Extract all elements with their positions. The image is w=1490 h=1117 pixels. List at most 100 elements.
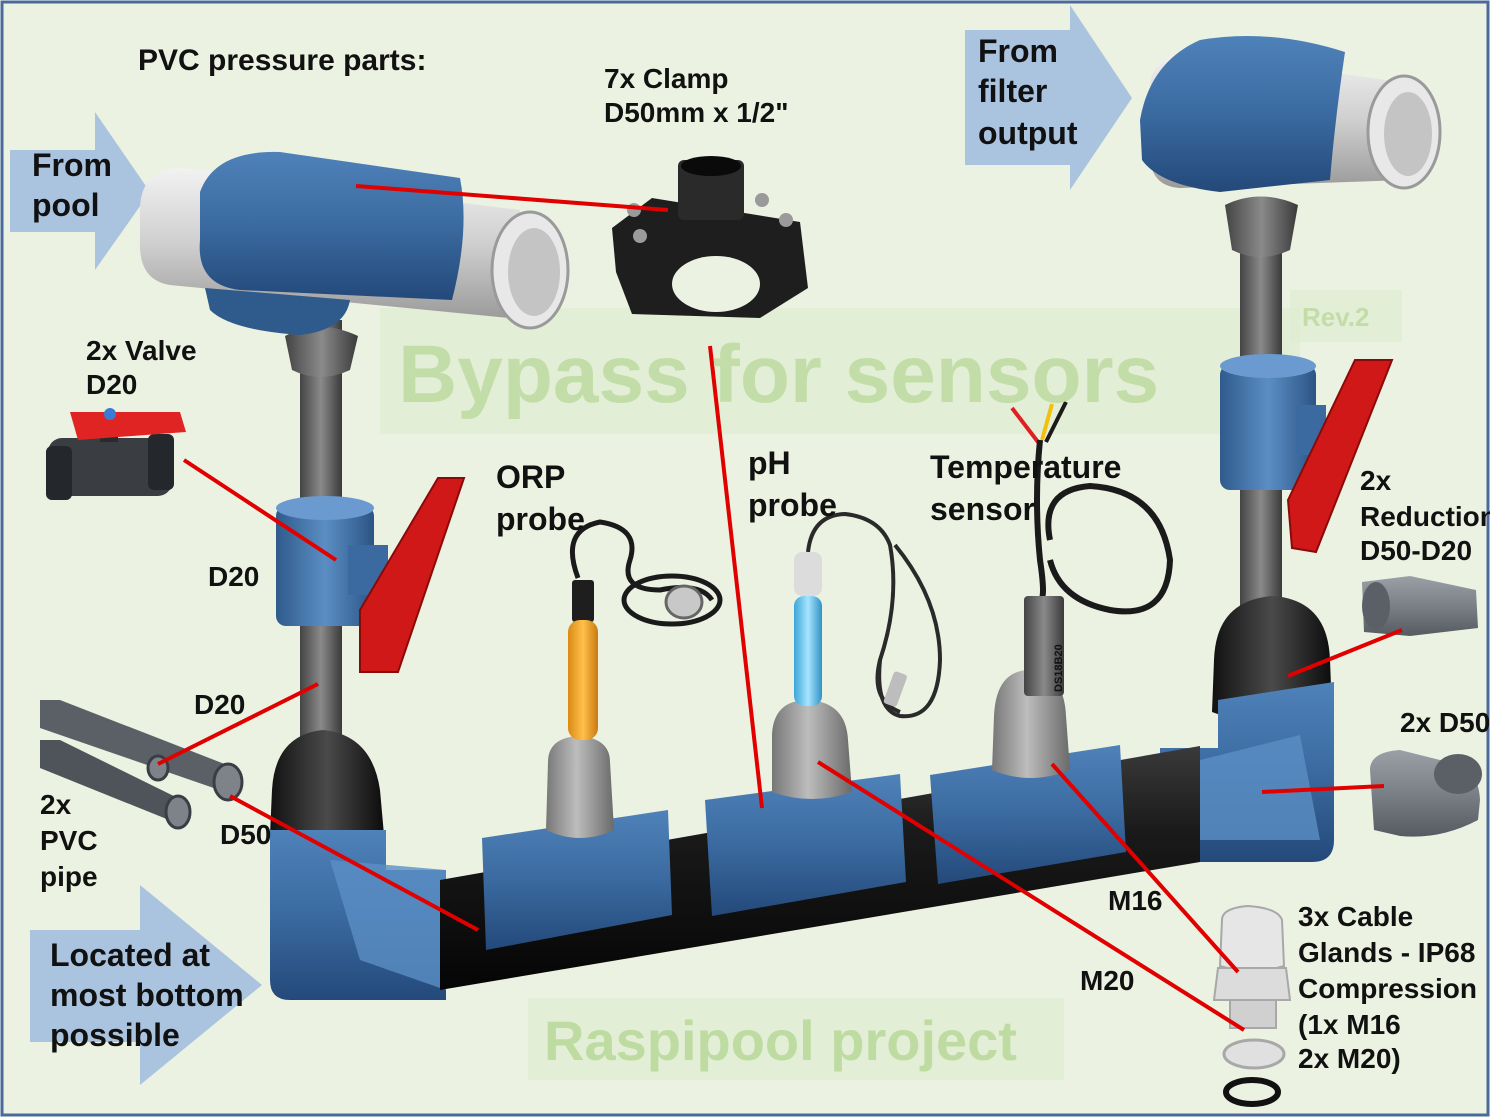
left-valve-handle — [359, 477, 466, 673]
orp-probe-head — [572, 580, 594, 622]
cable-gland-lock-nut — [1222, 1038, 1286, 1070]
label-from-filter-line-2: filter — [978, 73, 1047, 109]
cable-gland-nut — [1212, 967, 1292, 1001]
watermark-revision-box — [1290, 290, 1402, 342]
callout-line-reduction — [1287, 628, 1403, 678]
label-gland-line-3: Compression — [1298, 973, 1477, 1004]
callout-line-pipe-d20 — [157, 682, 319, 766]
temperature-sensor-cable-coil — [1045, 482, 1174, 615]
callout-line-clamp — [355, 184, 669, 212]
horizontal-clamp-2 — [705, 774, 906, 916]
from-filter-clamp — [1140, 36, 1345, 192]
ph-probe-body — [794, 596, 822, 706]
label-located-line-2: most bottom — [50, 977, 244, 1013]
label-temperature-line-2: sensor — [930, 491, 1035, 527]
left-valve-body-top — [276, 496, 374, 520]
label-elbow: 2x D50 — [1400, 707, 1490, 738]
from-filter-pipe-inner — [1384, 92, 1432, 176]
left-top-reducer — [285, 327, 358, 377]
ph-probe-connector — [883, 671, 907, 707]
orp-probe-cable-coil — [621, 573, 723, 627]
temperature-sensor-probe — [1024, 596, 1064, 696]
temperature-sensor-wire-red — [1010, 406, 1040, 444]
valve-part-handle — [70, 412, 186, 440]
from-filter-arrow — [965, 5, 1132, 190]
label-located-line-3: possible — [50, 1017, 180, 1053]
label-orp-line-1: ORP — [496, 459, 565, 495]
orp-cap — [546, 736, 614, 838]
from-pool-clamp — [199, 151, 464, 300]
reduction-part — [1362, 576, 1478, 636]
pvc-pipe-part-1-end — [212, 762, 244, 802]
label-temperature-line-1: Temperature — [930, 449, 1121, 485]
label-from-filter-line-1: From — [978, 33, 1058, 69]
watermark-revision: Rev.2 — [1302, 302, 1369, 332]
horizontal-clamp-3 — [930, 745, 1126, 884]
clamp-part-outlet-hole — [681, 156, 741, 176]
cable-gland-o-ring — [1223, 1077, 1281, 1107]
orp-probe-body — [568, 620, 598, 740]
valve-part-handle-dot — [104, 408, 116, 420]
label-clamp-line-1: 7x Clamp — [604, 63, 729, 94]
label-from-pool-line-1: From — [32, 147, 112, 183]
ph-cap — [772, 700, 852, 799]
callout-line-valve — [182, 458, 338, 562]
right-top-reducer — [1225, 196, 1298, 257]
cable-gland-thread — [1229, 999, 1277, 1029]
right-valve-handle — [1286, 359, 1394, 554]
callout-line-clamp-bottom — [708, 345, 764, 809]
ph-probe-cable-loop — [877, 543, 943, 719]
pvc-pipe-part-2 — [40, 740, 190, 826]
ph-probe-head — [794, 552, 822, 596]
label-m16: M16 — [1108, 885, 1162, 916]
watermark-project-box — [528, 998, 1064, 1080]
label-pipe-line-2: PVC — [40, 825, 98, 856]
clamp-part-bolt-2 — [633, 229, 647, 243]
temperature-sensor-wire-black — [1044, 401, 1068, 443]
valve-part-nut-left — [46, 446, 72, 500]
label-d50-pipe: D50 — [220, 819, 271, 850]
clamp-part-bolt-3 — [755, 193, 769, 207]
elbow-part-mouth — [1434, 754, 1482, 794]
left-bottom-reducer — [270, 730, 384, 849]
label-orp-line-2: probe — [496, 501, 585, 537]
valve-part-nut-right — [148, 434, 174, 490]
label-m20: M20 — [1080, 965, 1134, 996]
temperature-cap — [992, 670, 1070, 778]
temperature-sensor-print: DS18B20 — [1053, 644, 1065, 692]
label-clamp-line-2: D50mm x 1/2" — [604, 97, 789, 128]
reduction-part-mouth — [1362, 582, 1390, 630]
watermark-title: Bypass for sensors — [398, 329, 1159, 420]
temperature-sensor-cable — [1034, 439, 1046, 603]
left-elbow-face — [330, 860, 446, 990]
label-located-line-1: Located at — [50, 937, 210, 973]
clamp-part-bolt-4 — [779, 213, 793, 227]
temperature-sensor-wire-yellow — [1040, 403, 1054, 441]
callout-line-m20 — [816, 760, 1246, 1032]
right-valve-body-top — [1220, 354, 1316, 378]
callout-line-pipe-d50 — [229, 794, 479, 932]
label-ph-line-1: pH — [748, 445, 791, 481]
label-gland-line-4: (1x M16 — [1298, 1009, 1401, 1040]
label-valve-line-2: D20 — [86, 369, 137, 400]
from-pool-pipe-inner — [508, 228, 560, 316]
orp-probe-bnc-connector — [664, 584, 704, 620]
callout-line-elbow — [1261, 784, 1385, 794]
label-from-pool-line-2: pool — [32, 187, 100, 223]
from-pool-clamp-lower — [205, 288, 350, 335]
horizontal-clamp-1 — [482, 810, 672, 950]
label-gland-line-1: 3x Cable — [1298, 901, 1413, 932]
label-pipe-line-1: 2x — [40, 789, 72, 820]
pvc-pipe-part-2-end — [164, 794, 192, 830]
from-pool-arrow — [10, 112, 150, 270]
clamp-part-outlet — [678, 160, 744, 220]
label-d20-valve: D20 — [208, 561, 259, 592]
callout-line-m16 — [1050, 762, 1240, 974]
label-d20-pipe: D20 — [194, 689, 245, 720]
label-valve-line-1: 2x Valve — [86, 335, 197, 366]
clamp-part-opening — [672, 256, 760, 312]
label-gland-line-2: Glands - IP68 — [1298, 937, 1475, 968]
valve-part-body — [48, 438, 172, 496]
